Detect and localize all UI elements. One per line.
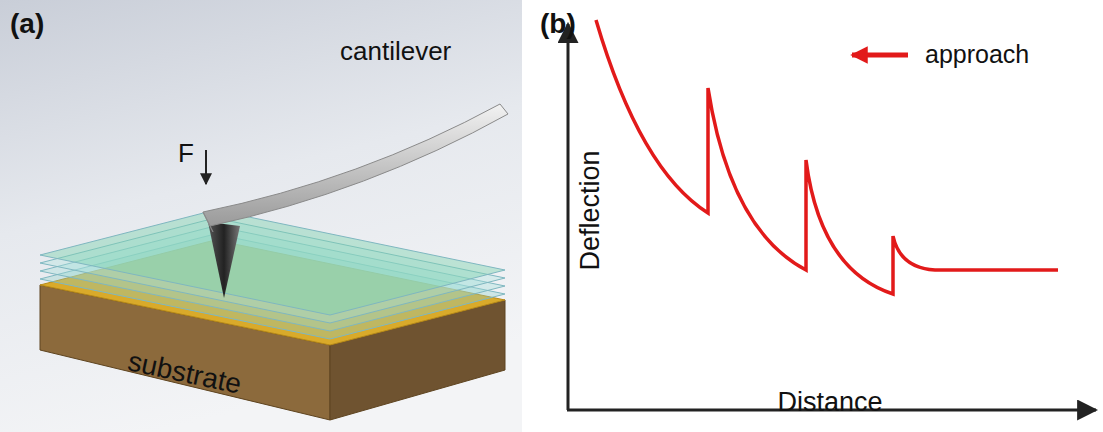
film-layers: [40, 210, 505, 339]
part-label: cantilever: [340, 38, 451, 64]
force-arrow: [205, 150, 207, 184]
cantilever-beam: [203, 104, 508, 232]
y-axis: [567, 24, 570, 410]
panel-background: [0, 0, 522, 432]
axis-title: Deflection: [576, 150, 603, 270]
force-curve: [596, 20, 1058, 294]
approach-arrow: [852, 53, 908, 58]
panel-letter: (b): [540, 10, 576, 38]
annotation-label: approach: [925, 42, 1029, 67]
axis-title: Distance: [777, 389, 882, 416]
force-label: F: [178, 140, 194, 166]
panel-letter: (a): [10, 10, 44, 38]
probe-tip: [208, 222, 240, 298]
